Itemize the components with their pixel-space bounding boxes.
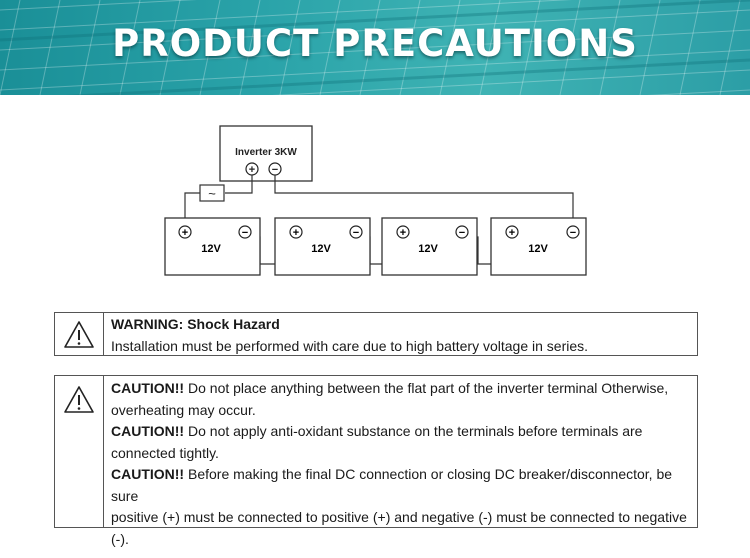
battery-3: + − 12V [381, 217, 478, 276]
svg-text:−: − [353, 227, 359, 239]
page-title: PRODUCT PRECAUTIONS [112, 22, 638, 65]
battery-label: 12V [418, 243, 438, 255]
inverter-box [219, 125, 313, 182]
caution-text-continued: positive (+) must be connected to positi… [111, 509, 687, 525]
svg-text:+: + [182, 227, 188, 239]
battery-label: 12V [528, 243, 548, 255]
svg-text:+: + [509, 227, 515, 239]
caution-label: CAUTION!! [111, 423, 185, 439]
inverter-label: Inverter 3KW [235, 147, 297, 158]
svg-text:+: + [400, 227, 406, 239]
caution-text: Before making the final DC connection or… [111, 466, 673, 504]
caution-item: CAUTION!! Before making the final DC con… [111, 464, 691, 507]
svg-text:−: − [459, 227, 465, 239]
fuse-symbol: ~ [208, 186, 216, 201]
svg-text:+: + [293, 227, 299, 239]
caution-box: CAUTION!! Do not place anything between … [54, 375, 698, 547]
warning-text: Installation must be performed with care… [111, 337, 589, 354]
caution-text-continued: connected tightly. [111, 444, 219, 461]
caution-text: Do not place anything between the flat p… [184, 380, 669, 396]
warning-icon-cell [55, 313, 104, 355]
solar-panel-background [0, 0, 750, 95]
header-banner: PRODUCT PRECAUTIONS [0, 0, 750, 95]
warning-triangle-icon [64, 386, 94, 413]
warning-title: WARNING: Shock Hazard [111, 316, 280, 332]
wiring-diagram: Inverter 3KW + − ~ + − 12V + − 12V + [164, 125, 587, 276]
caution-text-continued: overheating may occur. [111, 401, 256, 418]
caution-text: Do not apply anti-oxidant substance on t… [184, 423, 643, 439]
svg-text:−: − [570, 227, 576, 239]
caution-item: CAUTION!! Do not apply anti-oxidant subs… [111, 421, 691, 443]
fuse [199, 184, 225, 202]
battery-4: + − 12V [490, 217, 587, 276]
caution-item: CAUTION!! Do not place anything between … [111, 378, 691, 400]
warning-triangle-icon [64, 321, 94, 348]
caution-label: CAUTION!! [111, 466, 185, 482]
caution-text-continued: (-). [111, 530, 129, 547]
battery-label: 12V [311, 243, 331, 255]
inverter-plus-symbol: + [249, 164, 255, 176]
inverter-minus-symbol: − [272, 164, 278, 176]
battery-1: + − 12V [164, 217, 261, 276]
warning-box: WARNING: Shock Hazard Installation must … [54, 312, 698, 356]
battery-label: 12V [201, 243, 221, 255]
svg-text:−: − [242, 227, 248, 239]
caution-icon-cell [55, 376, 104, 527]
caution-label: CAUTION!! [111, 380, 185, 396]
battery-2: + − 12V [274, 217, 371, 276]
